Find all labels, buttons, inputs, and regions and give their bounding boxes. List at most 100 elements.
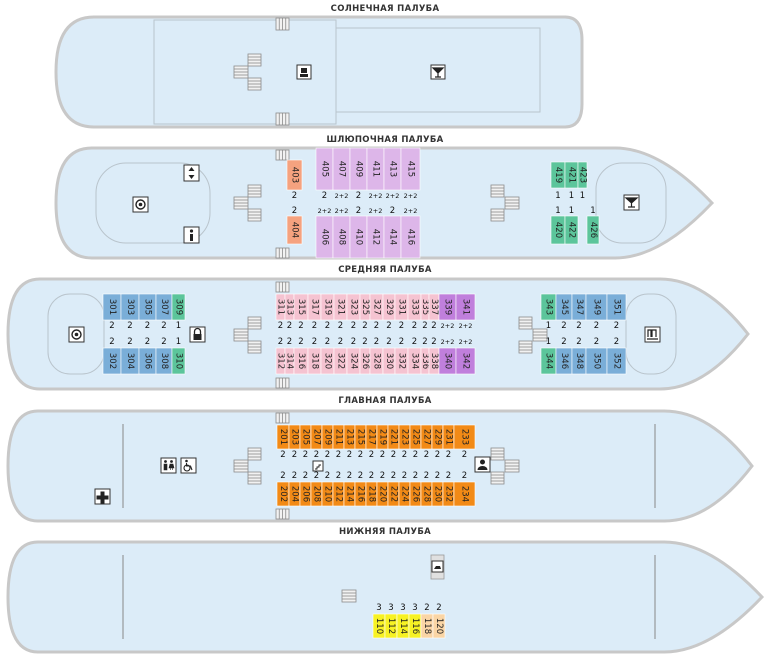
- cabin-225[interactable]: 225: [409, 424, 422, 450]
- cabin-416[interactable]: 416: [400, 215, 421, 259]
- cabin-336[interactable]: 336: [420, 347, 430, 375]
- toilet-icon[interactable]: [160, 457, 177, 474]
- cabin-210[interactable]: 210: [321, 481, 334, 507]
- restaurant-icon[interactable]: [132, 196, 149, 213]
- cabin-329[interactable]: 329: [382, 293, 396, 321]
- cabin-110[interactable]: 110: [372, 613, 386, 639]
- cabin-313[interactable]: 313: [285, 293, 295, 321]
- cabin-404[interactable]: 404: [286, 215, 303, 245]
- cabin-114[interactable]: 114: [396, 613, 410, 639]
- cabin-341[interactable]: 341: [455, 293, 476, 321]
- cabin-202[interactable]: 202: [276, 481, 290, 507]
- cabin-305[interactable]: 305: [138, 293, 157, 321]
- cabin-403[interactable]: 403: [286, 159, 303, 191]
- cabin-412[interactable]: 412: [366, 215, 385, 259]
- restaurant-icon[interactable]: [68, 326, 85, 343]
- cabin-206[interactable]: 206: [299, 481, 312, 507]
- cabin-317[interactable]: 317: [307, 293, 322, 321]
- iron-icon[interactable]: [430, 554, 445, 580]
- cabin-302[interactable]: 302: [102, 347, 122, 375]
- cabin-314[interactable]: 314: [285, 347, 295, 375]
- cabin-332[interactable]: 332: [394, 347, 409, 375]
- cabin-214[interactable]: 214: [343, 481, 356, 507]
- cabin-304[interactable]: 304: [120, 347, 140, 375]
- cabin-307[interactable]: 307: [155, 293, 173, 321]
- cabin-410[interactable]: 410: [349, 215, 368, 259]
- cabin-342[interactable]: 342: [455, 347, 476, 375]
- lounge-icon[interactable]: [296, 64, 312, 80]
- cabin-350[interactable]: 350: [585, 347, 608, 375]
- cabin-211[interactable]: 211: [332, 424, 345, 450]
- cabin-312[interactable]: 312: [276, 347, 286, 375]
- cabin-338[interactable]: 338: [428, 347, 440, 375]
- cabin-234[interactable]: 234: [453, 481, 476, 507]
- cabin-348[interactable]: 348: [571, 347, 587, 375]
- cabin-217[interactable]: 217: [365, 424, 378, 450]
- cabin-223[interactable]: 223: [398, 424, 411, 450]
- medical-cross-icon[interactable]: [94, 488, 111, 505]
- cabin-331[interactable]: 331: [394, 293, 409, 321]
- cabin-422[interactable]: 422: [564, 215, 579, 245]
- cabin-330[interactable]: 330: [382, 347, 396, 375]
- cabin-215[interactable]: 215: [354, 424, 367, 450]
- cabin-344[interactable]: 344: [540, 347, 557, 375]
- cabin-351[interactable]: 351: [606, 293, 627, 321]
- cabin-327[interactable]: 327: [369, 293, 384, 321]
- cabin-326[interactable]: 326: [359, 347, 371, 375]
- cabin-318[interactable]: 318: [307, 347, 322, 375]
- cabin-116[interactable]: 116: [408, 613, 422, 639]
- cabin-320[interactable]: 320: [320, 347, 335, 375]
- library-icon[interactable]: [644, 326, 661, 343]
- cabin-349[interactable]: 349: [585, 293, 608, 321]
- bar-cocktail-icon[interactable]: [623, 194, 640, 211]
- cabin-228[interactable]: 228: [420, 481, 433, 507]
- cabin-415[interactable]: 415: [400, 147, 421, 191]
- cabin-232[interactable]: 232: [442, 481, 455, 507]
- cabin-321[interactable]: 321: [333, 293, 348, 321]
- cabin-306[interactable]: 306: [138, 347, 157, 375]
- cabin-333[interactable]: 333: [407, 293, 422, 321]
- lock-icon[interactable]: [189, 326, 206, 343]
- elevator-icon[interactable]: [183, 164, 200, 182]
- cabin-352[interactable]: 352: [606, 347, 627, 375]
- cabin-112[interactable]: 112: [384, 613, 398, 639]
- cabin-209[interactable]: 209: [321, 424, 334, 450]
- cabin-212[interactable]: 212: [332, 481, 345, 507]
- cabin-408[interactable]: 408: [332, 215, 351, 259]
- cabin-219[interactable]: 219: [376, 424, 389, 450]
- cabin-303[interactable]: 303: [120, 293, 140, 321]
- cabin-334[interactable]: 334: [407, 347, 422, 375]
- cabin-229[interactable]: 229: [431, 424, 444, 450]
- cabin-207[interactable]: 207: [310, 424, 323, 450]
- cabin-420[interactable]: 420: [550, 215, 566, 245]
- cabin-346[interactable]: 346: [555, 347, 573, 375]
- cabin-343[interactable]: 343: [540, 293, 557, 321]
- cabin-208[interactable]: 208: [310, 481, 323, 507]
- cabin-118[interactable]: 118: [420, 613, 434, 639]
- cabin-421[interactable]: 421: [564, 161, 579, 189]
- cabin-308[interactable]: 308: [155, 347, 173, 375]
- cabin-337[interactable]: 337: [428, 293, 440, 321]
- cabin-309[interactable]: 309: [171, 293, 186, 321]
- cabin-324[interactable]: 324: [346, 347, 361, 375]
- cabin-335[interactable]: 335: [420, 293, 430, 321]
- cabin-222[interactable]: 222: [387, 481, 400, 507]
- info-icon[interactable]: [183, 226, 200, 244]
- wheelchair-icon[interactable]: [180, 457, 197, 474]
- cabin-233[interactable]: 233: [453, 424, 476, 450]
- cabin-414[interactable]: 414: [383, 215, 402, 259]
- cabin-220[interactable]: 220: [376, 481, 389, 507]
- cabin-310[interactable]: 310: [171, 347, 186, 375]
- cabin-419[interactable]: 419: [550, 161, 566, 189]
- cabin-405[interactable]: 405: [315, 147, 334, 191]
- cabin-230[interactable]: 230: [431, 481, 444, 507]
- cabin-319[interactable]: 319: [320, 293, 335, 321]
- cabin-340[interactable]: 340: [438, 347, 457, 375]
- cabin-339[interactable]: 339: [438, 293, 457, 321]
- cabin-120[interactable]: 120: [432, 613, 446, 639]
- cabin-227[interactable]: 227: [420, 424, 433, 450]
- cabin-213[interactable]: 213: [343, 424, 356, 450]
- cabin-411[interactable]: 411: [366, 147, 385, 191]
- cabin-316[interactable]: 316: [293, 347, 309, 375]
- cabin-315[interactable]: 315: [293, 293, 309, 321]
